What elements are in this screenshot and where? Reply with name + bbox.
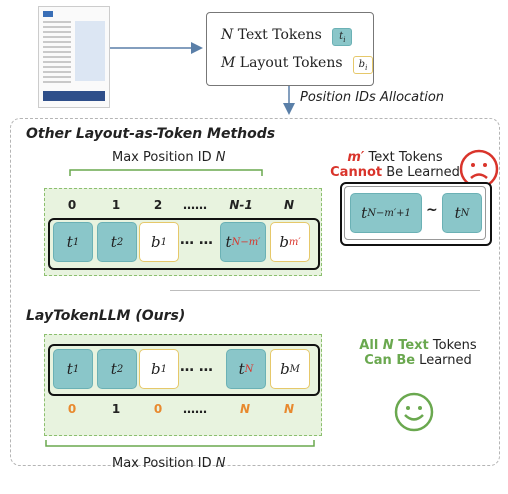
max-position-label-bottom: Max Position ID N xyxy=(112,456,226,471)
ours-index: N xyxy=(239,402,251,416)
sequence-ellipsis: … … xyxy=(180,359,213,375)
position-ids-label: Position IDs Allocation xyxy=(300,90,445,105)
ours-index: …… xyxy=(183,402,207,416)
other-index: 0 xyxy=(67,198,77,212)
other-index: 2 xyxy=(153,198,163,212)
max-id-bracket-bottom xyxy=(45,440,315,447)
layout-token-chip: bi xyxy=(352,56,373,74)
other-index: …… xyxy=(183,198,207,212)
ours-index: 0 xyxy=(153,402,163,416)
can-learn-note: All N Text Tokens Can Be Learned xyxy=(359,338,477,368)
section-divider xyxy=(170,290,480,291)
max-id-bracket-top xyxy=(69,169,263,176)
sequence-ellipsis: … … xyxy=(180,232,213,248)
ours-index: N xyxy=(283,402,295,416)
cannot-learn-note: m′ Text Tokens Cannot Be Learned xyxy=(330,150,460,180)
other-index: 1 xyxy=(111,198,121,212)
max-position-label-top: Max Position ID N xyxy=(112,150,226,165)
other-index: N xyxy=(283,198,295,212)
other-methods-title: Other Layout-as-Token Methods xyxy=(26,126,276,142)
text-tokens-line: N Text Tokens ti xyxy=(221,27,353,46)
other-sequence xyxy=(48,218,320,270)
ours-index: 1 xyxy=(111,402,121,416)
ours-index: 0 xyxy=(67,402,77,416)
document-thumbnail xyxy=(38,6,110,108)
ours-sequence xyxy=(48,344,320,396)
tilde-separator: ~ xyxy=(426,202,438,218)
layout-tokens-line: M Layout Tokens bi xyxy=(221,55,373,74)
text-token-chip: ti xyxy=(332,28,353,46)
smile-face-icon xyxy=(394,392,434,432)
comparison-frame xyxy=(10,118,500,466)
token-legend: N Text Tokens ti M Layout Tokens bi xyxy=(206,12,374,86)
ours-title: LayTokenLLM (Ours) xyxy=(26,308,186,324)
other-index: N-1 xyxy=(229,198,253,212)
